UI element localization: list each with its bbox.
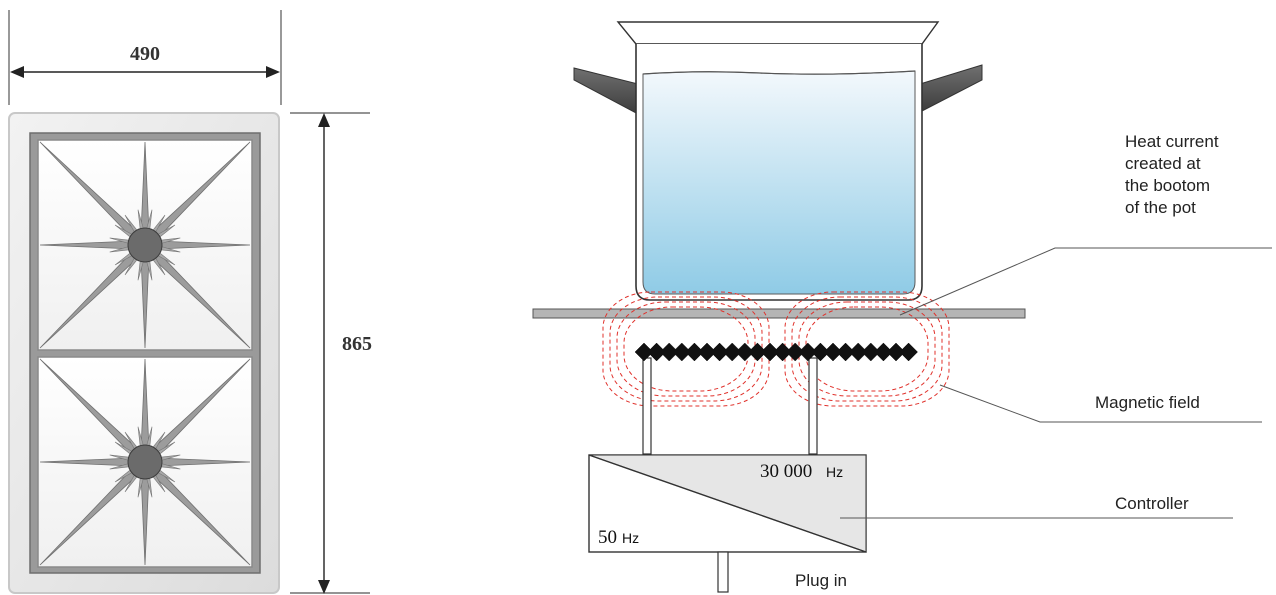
burner-star-upper [39,141,251,349]
cooktop-plan-view: 490 865 [8,10,372,594]
induction-principle-diagram: 30 000 Hz 50 Hz Plug in Heat current cre… [532,21,1272,593]
magnetic-field-label: Magnetic field [1095,393,1200,412]
plug-in-label: Plug in [795,571,847,590]
pot-rim [616,21,940,45]
leader-lines [840,247,1272,519]
high-frequency-value: 30 000 [760,461,812,482]
pot-handle-left [573,67,639,115]
width-dimension: 490 [8,10,282,105]
coil-turn [899,342,918,362]
water [642,70,916,295]
field-loop [784,291,950,407]
height-label: 865 [342,333,372,355]
controller-label: Controller [1115,494,1189,513]
induction-coil [634,342,918,362]
low-frequency-value: 50 [598,527,617,548]
high-frequency-unit: Hz [826,464,843,480]
height-dimension: 865 [290,112,372,594]
width-label: 490 [130,43,160,65]
controller-box: 30 000 Hz 50 Hz [588,454,867,553]
coil-supports [642,357,818,455]
field-loop [609,296,763,402]
heat-current-label: Heat current created at the bootom of th… [1125,132,1223,217]
burner-star-lower [39,358,251,566]
pot-handle-right [919,64,983,113]
burner-center [127,444,163,480]
ceramic-plate [532,308,1026,319]
power-plug [717,551,729,593]
low-frequency-unit: Hz [622,530,639,546]
field-loop [791,296,943,402]
burner-center [127,227,163,263]
